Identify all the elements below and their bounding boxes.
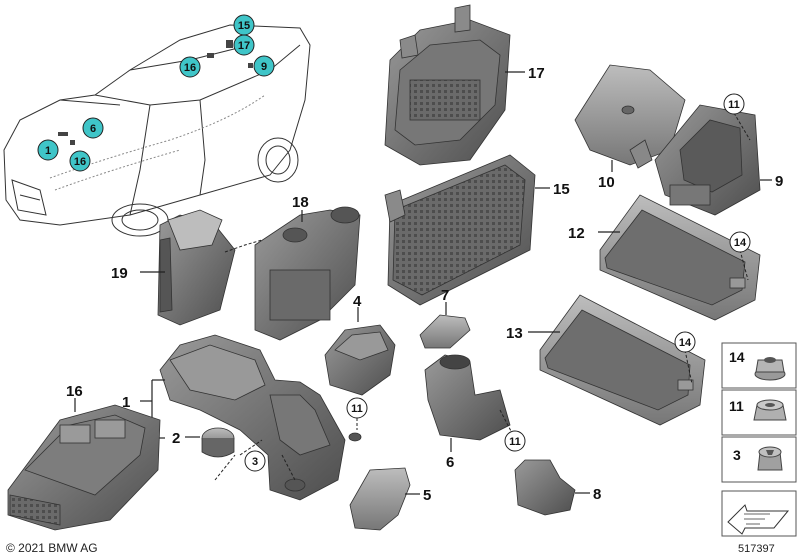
car-callout-1[interactable]: 1 xyxy=(37,139,59,161)
car-callout-16-rear[interactable]: 16 xyxy=(179,56,201,78)
part-1-bracket-assembly[interactable] xyxy=(159,334,362,501)
label-19: 19 xyxy=(111,265,128,282)
label-5: 5 xyxy=(423,487,431,504)
part-7-clip[interactable] xyxy=(419,314,471,349)
part-13-relay-carrier[interactable] xyxy=(539,294,706,426)
label-18: 18 xyxy=(292,194,309,211)
car-callout-15[interactable]: 15 xyxy=(233,14,255,36)
hardware-legend: 14 11 3 xyxy=(721,342,797,537)
svg-text:11: 11 xyxy=(728,99,740,111)
diagram-arrow-icon xyxy=(727,504,790,535)
part-15-distribution-box[interactable] xyxy=(384,154,536,306)
svg-text:16: 16 xyxy=(74,156,86,168)
part-9-junction[interactable] xyxy=(654,104,761,216)
part-6-holder[interactable] xyxy=(424,354,511,441)
svg-text:16: 16 xyxy=(184,62,196,74)
part-10-cover[interactable] xyxy=(574,64,686,169)
label-17: 17 xyxy=(528,65,545,82)
car-callout-17[interactable]: 17 xyxy=(233,34,255,56)
hex-nut-icon xyxy=(753,399,787,421)
svg-text:6: 6 xyxy=(90,123,96,135)
label-6: 6 xyxy=(446,454,454,471)
part-18-holder[interactable] xyxy=(254,206,361,341)
car-part-markers xyxy=(58,40,253,158)
diagram-id: 517397 xyxy=(738,543,775,555)
bolt-icon xyxy=(757,446,783,471)
label-4: 4 xyxy=(353,293,362,310)
car-callout-16-front[interactable]: 16 xyxy=(69,150,91,172)
label-16: 16 xyxy=(66,383,83,400)
svg-text:14: 14 xyxy=(734,237,747,249)
callout-11-upper-right[interactable]: 11 xyxy=(723,93,745,115)
callout-14-upper[interactable]: 14 xyxy=(729,231,751,253)
legend-label-14: 14 xyxy=(729,349,745,365)
callout-3[interactable]: 3 xyxy=(244,450,266,472)
svg-text:14: 14 xyxy=(679,337,692,349)
svg-text:3: 3 xyxy=(252,456,258,468)
svg-text:15: 15 xyxy=(238,20,250,32)
part-16-control-unit[interactable] xyxy=(7,404,161,531)
part-5-bracket[interactable] xyxy=(349,467,411,531)
svg-text:9: 9 xyxy=(261,61,267,73)
legend-label-11: 11 xyxy=(729,398,744,414)
part-4-cap[interactable] xyxy=(324,324,396,396)
part-8-cover[interactable] xyxy=(514,459,576,516)
part-17-fuse-carrier[interactable] xyxy=(384,4,511,166)
callout-14-lower[interactable]: 14 xyxy=(674,331,696,353)
svg-text:1: 1 xyxy=(45,145,51,157)
svg-text:17: 17 xyxy=(238,40,250,52)
label-13: 13 xyxy=(506,325,523,342)
part-12-relay-carrier[interactable] xyxy=(599,194,761,321)
flange-nut-icon xyxy=(754,357,786,381)
label-1: 1 xyxy=(122,394,130,411)
svg-text:11: 11 xyxy=(509,436,521,448)
label-10: 10 xyxy=(598,174,615,191)
label-15: 15 xyxy=(553,181,570,198)
label-12: 12 xyxy=(568,225,585,242)
car-callout-9[interactable]: 9 xyxy=(253,55,275,77)
car-callouts: 15 17 16 9 6 1 16 xyxy=(37,14,275,172)
label-7: 7 xyxy=(441,287,449,304)
callout-11-middle[interactable]: 11 xyxy=(504,430,526,452)
callout-11-left[interactable]: 11 xyxy=(346,397,368,419)
legend-label-3: 3 xyxy=(733,447,741,463)
label-8: 8 xyxy=(593,486,601,503)
label-2: 2 xyxy=(172,430,180,447)
part-2-relay[interactable] xyxy=(201,427,235,458)
copyright-text: © 2021 BMW AG xyxy=(6,541,98,555)
part-19-bracket[interactable] xyxy=(157,209,236,326)
label-9: 9 xyxy=(775,173,783,190)
svg-text:11: 11 xyxy=(351,403,363,415)
car-callout-6[interactable]: 6 xyxy=(82,117,104,139)
